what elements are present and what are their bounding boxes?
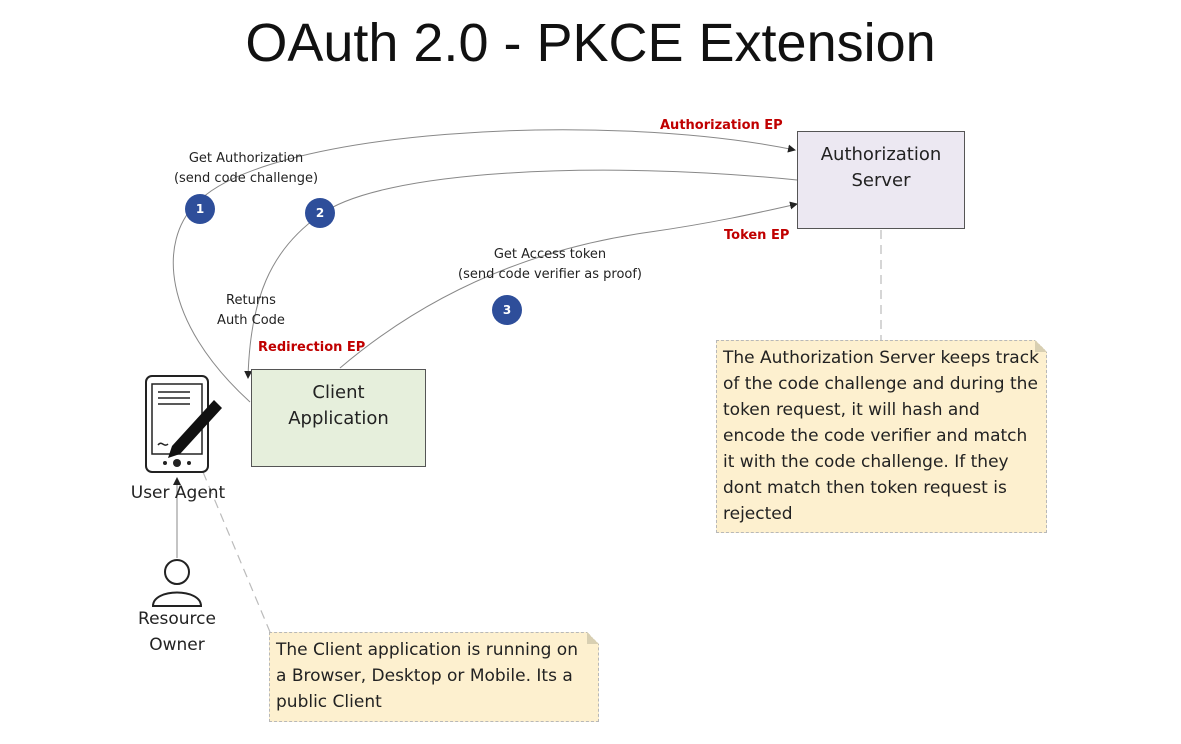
token-endpoint-label: Token EP	[724, 228, 790, 243]
user-agent-device-icon	[145, 375, 222, 473]
client-application-box: Client Application	[251, 369, 426, 467]
diagram-title: OAuth 2.0 - PKCE Extension	[245, 13, 936, 73]
step1-label: Get Authorization (send code challenge)	[173, 151, 319, 186]
step1-badge: 1	[185, 194, 215, 224]
redirection-endpoint-label: Redirection EP	[258, 340, 366, 355]
connector-get-authorization	[172, 129, 796, 403]
user-agent-label: User Agent	[130, 483, 226, 503]
connector-get-access-token	[339, 201, 798, 369]
resource-owner-label: Resource Owner	[138, 609, 216, 655]
authorization-server-box: Authorization Server	[797, 131, 965, 229]
connector-returns-auth-code	[244, 169, 798, 379]
step2-badge: 2	[305, 198, 335, 228]
client-application-note: The Client application is running on a B…	[269, 632, 599, 722]
step3-label: Get Access token (send code verifier as …	[458, 247, 642, 282]
step2-label: Returns Auth Code	[217, 293, 285, 328]
resource-owner-person-icon	[151, 559, 203, 607]
authorization-endpoint-label: Authorization EP	[660, 118, 783, 133]
step3-badge: 3	[492, 295, 522, 325]
authorization-server-note: The Authorization Server keeps track of …	[716, 340, 1047, 533]
